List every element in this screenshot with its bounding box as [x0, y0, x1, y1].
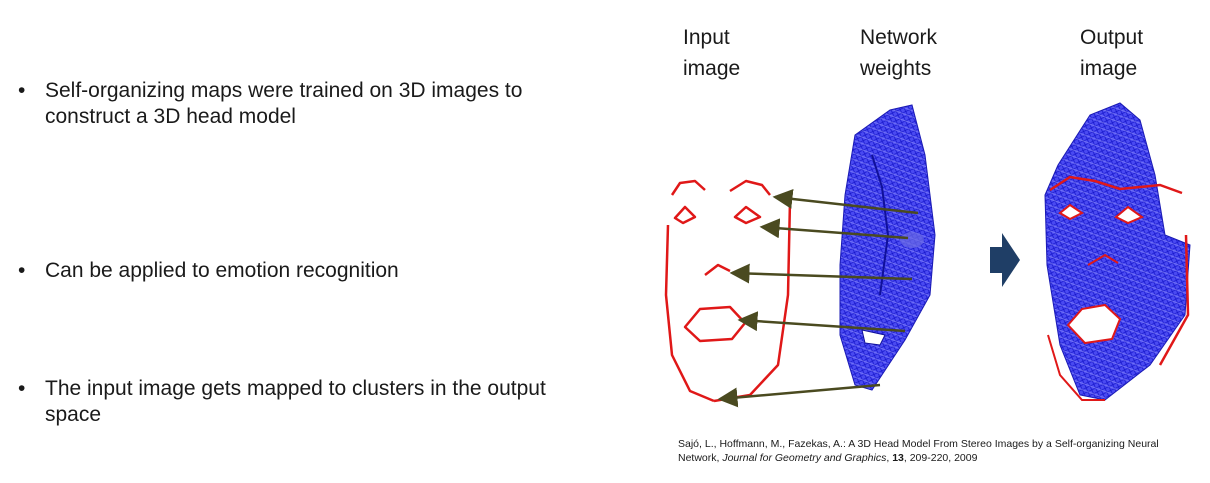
- citation: Sajó, L., Hoffmann, M., Fazekas, A.: A 3…: [678, 437, 1198, 465]
- arrow-mouth: [737, 311, 906, 333]
- mapping-arrows: [717, 189, 919, 408]
- bullet-text: Self-organizing maps were trained on 3D …: [45, 79, 523, 128]
- bullet-text: Can be applied to emotion recognition: [45, 259, 399, 282]
- citation-authors: Sajó, L., Hoffmann, M., Fazekas, A.: A 3…: [678, 438, 1159, 464]
- bullet-item: • Self-organizing maps were trained on 3…: [18, 78, 578, 130]
- bullet-item: • The input image gets mapped to cluster…: [18, 376, 578, 428]
- left-eye: [673, 205, 697, 225]
- nose: [704, 263, 731, 276]
- left-eyebrow: [670, 179, 706, 196]
- citation-volume: 13: [892, 452, 904, 464]
- big-arrow-icon: [990, 233, 1020, 287]
- citation-pages: , 209-220, 2009: [903, 452, 978, 464]
- bullet-item: • Can be applied to emotion recognition: [18, 258, 578, 284]
- head-model-figure: [664, 102, 1191, 408]
- bullet-dot: •: [18, 259, 26, 282]
- network-mesh: [839, 104, 936, 391]
- citation-sep: ,: [886, 452, 893, 464]
- bullet-list: • Self-organizing maps were trained on 3…: [18, 78, 578, 426]
- jaw-right: [713, 199, 792, 403]
- bullet-dot: •: [18, 79, 26, 102]
- bullet-dot: •: [18, 377, 26, 400]
- input-features: [664, 179, 792, 403]
- jaw-left: [664, 224, 715, 403]
- output-image-label: Output image: [1080, 26, 1144, 80]
- citation-journal: Journal for Geometry and Graphics: [722, 452, 887, 464]
- arrow-jaw: [717, 383, 881, 408]
- arrow-brow: [772, 189, 919, 215]
- arrow-eye: [759, 218, 909, 240]
- output-mesh: [1044, 102, 1191, 401]
- right-eye: [733, 205, 762, 225]
- input-image-label: Input image: [683, 26, 741, 80]
- mouth: [683, 305, 747, 343]
- bullet-text: The input image gets mapped to clusters …: [45, 377, 546, 426]
- arrow-nose: [729, 263, 913, 284]
- right-eyebrow: [729, 179, 771, 196]
- network-weights-label: Network weights: [860, 26, 938, 80]
